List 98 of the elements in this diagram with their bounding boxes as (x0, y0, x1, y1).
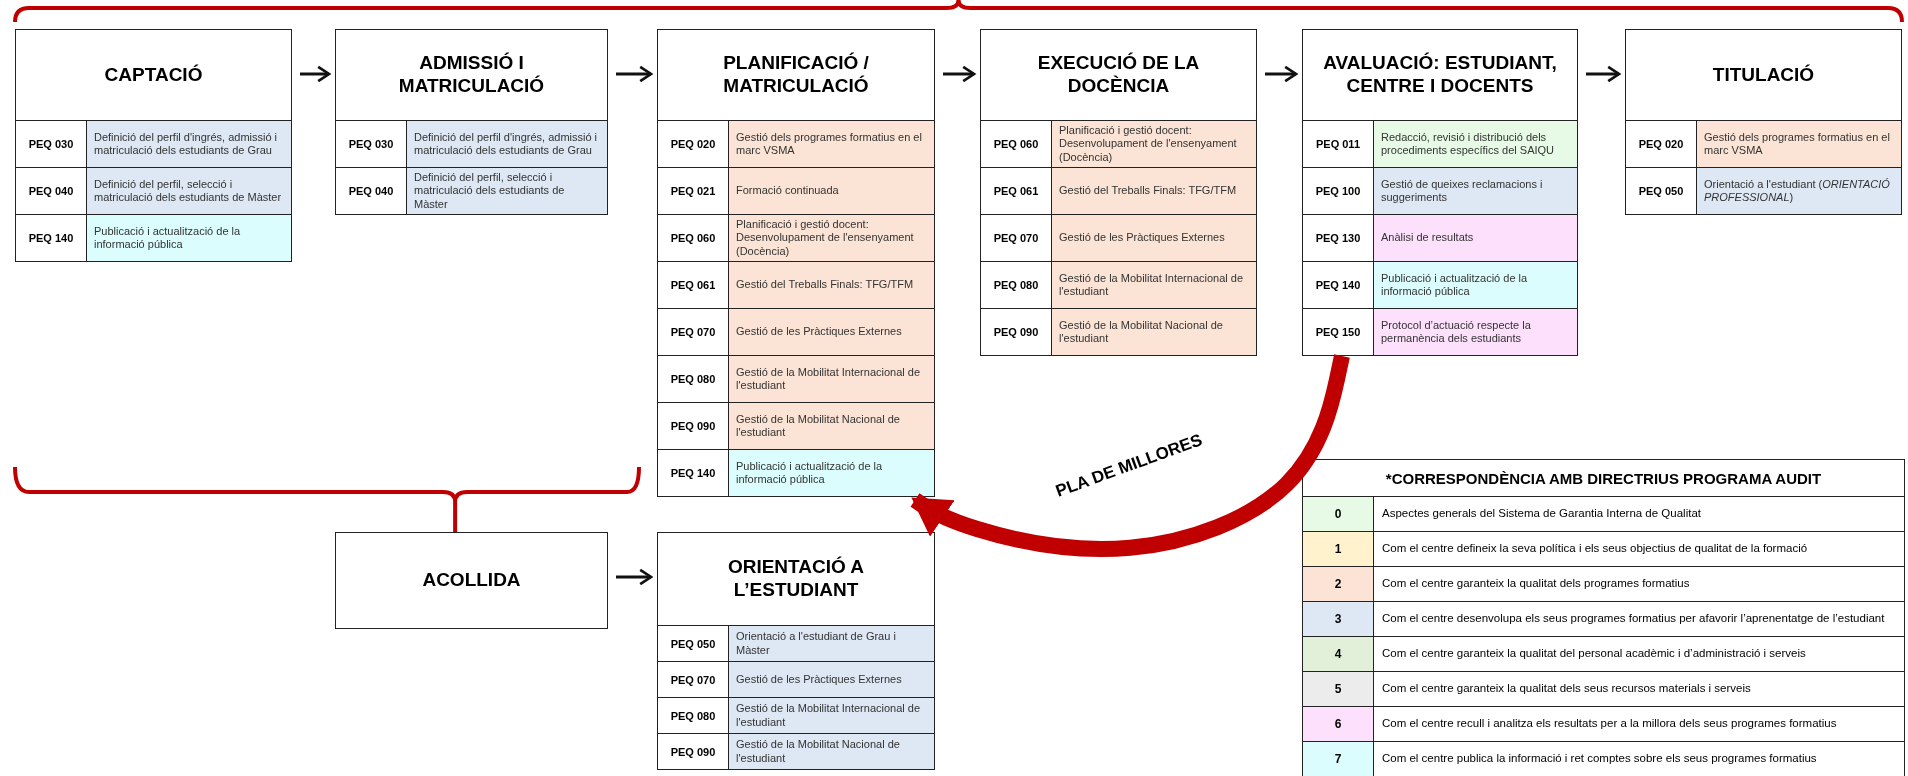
stage-heading: ORIENTACIÓ A L’ESTUDIANT (726, 556, 866, 602)
process-row (336, 120, 607, 167)
process-row (981, 308, 1256, 355)
process-description: Publicació i actualització de la informació pública (736, 459, 884, 487)
process-description: Gestió de les Pràctiques Externes (1059, 231, 1225, 245)
process-row (658, 697, 934, 733)
stage-box (335, 29, 608, 215)
process-description: Definició del perfil, selecció i matriculació dels estudiants de Màster (94, 177, 283, 205)
process-description: Definició del perfil, selecció i matriculació dels estudiants de Màster (414, 171, 566, 211)
legend-swatch: 3 (1303, 602, 1374, 636)
process-description: Gestió de la Mobilitat Internacional de l'estudiant (736, 702, 922, 729)
legend-text: Com el centre garanteix la qualitat dels seus recursos materials i serveis (1381, 681, 1752, 697)
process-row (16, 120, 291, 167)
stage-heading: ADMISSIÓ I MATRICULACIÓ (397, 52, 546, 98)
stage-heading: TITULACIÓ (1712, 63, 1815, 87)
process-row (658, 449, 934, 496)
legend-swatch: 4 (1303, 637, 1374, 671)
process-description: Gestió del Treballs Finals: TFG/TFM (1059, 184, 1237, 198)
process-row (981, 120, 1256, 167)
process-description: Publicació i actualització de la informació pública (1381, 271, 1529, 299)
arrow (300, 65, 331, 83)
process-description: Gestió de la Mobilitat Nacional de l'estudiant (1059, 318, 1224, 346)
legend-swatch: 1 (1303, 532, 1374, 566)
process-row (658, 402, 934, 449)
legend-swatch: 6 (1303, 707, 1374, 741)
arrow (1586, 65, 1621, 83)
process-row (1303, 167, 1577, 214)
process-row (658, 355, 934, 402)
process-description: Anàlisi de resultats (1381, 231, 1474, 245)
process-description: Gestió de les Pràctiques Externes (736, 325, 902, 339)
process-row (981, 167, 1256, 214)
legend-text: Aspectes generals del Sistema de Garantia Interna de Qualitat (1381, 506, 1702, 522)
legend-title: *CORRESPONDÈNCIA AMB DIRECTRIUS PROGRAMA AUDIT (1384, 468, 1823, 489)
legend-swatch: 0 (1303, 497, 1374, 531)
stage-heading: EXECUCIÓ DE LA DOCÈNCIA (1036, 52, 1201, 98)
stage-box (657, 29, 935, 497)
legend-swatch: 5 (1303, 672, 1374, 706)
stage-heading: CAPTACIÓ (104, 63, 203, 87)
process-description: Orientació a l'estudiant (ORIENTACIÓ PROFESSIONAL) (1704, 177, 1891, 205)
arrow (1265, 65, 1298, 83)
process-description: Redacció, revisió i distribució dels procediments específics del SAIQU (1381, 130, 1556, 158)
legend-text: Com el centre recull i analitza els resultats per a la millora dels seus programes formatius (1381, 716, 1838, 732)
process-row (658, 625, 934, 661)
process-description: Formació continuada (736, 184, 839, 198)
process-row (658, 733, 934, 769)
process-row (1303, 120, 1577, 167)
stage-box (657, 532, 935, 770)
stage-box (1302, 29, 1578, 356)
stage-box (15, 29, 292, 262)
process-row (16, 214, 291, 261)
process-row (658, 120, 934, 167)
stage-box (1625, 29, 1902, 215)
process-description: Planificació i gestió docent: Desenvolupament de l'ensenyament (Docència) (736, 218, 915, 258)
process-row (658, 261, 934, 308)
process-row (658, 214, 934, 261)
process-row (336, 167, 607, 214)
process-description: Gestió del Treballs Finals: TFG/TFM (736, 278, 914, 292)
legend-text: Com el centre defineix la seva política i els seus objectius de qualitat de la formació (1381, 541, 1809, 557)
legend-text: Com el centre garanteix la qualitat dels programes formatius (1381, 576, 1691, 592)
legend-swatch: 2 (1303, 567, 1374, 601)
process-description: Gestió de queixes reclamacions i suggeriments (1381, 177, 1544, 205)
process-description: Protocol d’actuació respecte la permanència dels estudiants (1381, 318, 1532, 346)
process-description: Gestió dels programes formatius en el marc VSMA (1704, 130, 1891, 158)
legend-text: Com el centre publica la informació i ret comptes sobre els seus programes formatius (1381, 751, 1818, 767)
stage-heading: ACOLLIDA (422, 569, 521, 592)
stage-heading: AVALUACIÓ: ESTUDIANT, CENTRE I DOCENTS (1322, 52, 1558, 98)
stage-box (335, 532, 608, 629)
process-row (981, 214, 1256, 261)
legend-text: Com el centre desenvolupa els seus programes formatius per afavorir l’aprenentatge de l’estudiant (1381, 611, 1886, 627)
process-description: Planificació i gestió docent: Desenvolupament de l'ensenyament (Docència) (1059, 124, 1238, 164)
legend-text: Com el centre garanteix la qualitat del personal acadèmic i d’administració i serveis (1381, 646, 1807, 662)
process-description: Publicació i actualització de la informació pública (94, 224, 242, 252)
process-row (1626, 120, 1901, 167)
process-description: Gestió de la Mobilitat Nacional de l'estudiant (736, 738, 901, 765)
process-row (1626, 167, 1901, 214)
stage-box (980, 29, 1257, 356)
stage-heading: PLANIFICACIÓ / MATRICULACIÓ (722, 52, 870, 98)
process-description: Gestió de la Mobilitat Internacional de l'estudiant (736, 365, 922, 393)
process-row (981, 261, 1256, 308)
arrow (616, 65, 653, 83)
arrow (943, 65, 976, 83)
process-description: Orientació a l'estudiant de Grau i Màster (736, 630, 897, 657)
process-description: Gestió dels programes formatius en el marc VSMA (736, 130, 923, 158)
process-row (1303, 261, 1577, 308)
process-row (658, 661, 934, 697)
process-row (658, 308, 934, 355)
process-row (1303, 308, 1577, 355)
process-row (1303, 214, 1577, 261)
legend-swatch: 7 (1303, 742, 1374, 776)
process-row (658, 167, 934, 214)
curved-arrow (910, 354, 1350, 557)
process-row (16, 167, 291, 214)
process-description: Gestió de la Mobilitat Internacional de l'estudiant (1059, 271, 1245, 299)
process-description: Gestió de la Mobilitat Nacional de l'estudiant (736, 412, 901, 440)
process-description: Gestió de les Pràctiques Externes (736, 672, 902, 687)
arrow (616, 568, 653, 586)
process-description: Definició del perfil d'ingrés, admissió i matriculació dels estudiants de Grau (94, 130, 279, 158)
process-description: Definició del perfil d'ingrés, admissió i matriculació dels estudiants de Grau (414, 130, 599, 158)
